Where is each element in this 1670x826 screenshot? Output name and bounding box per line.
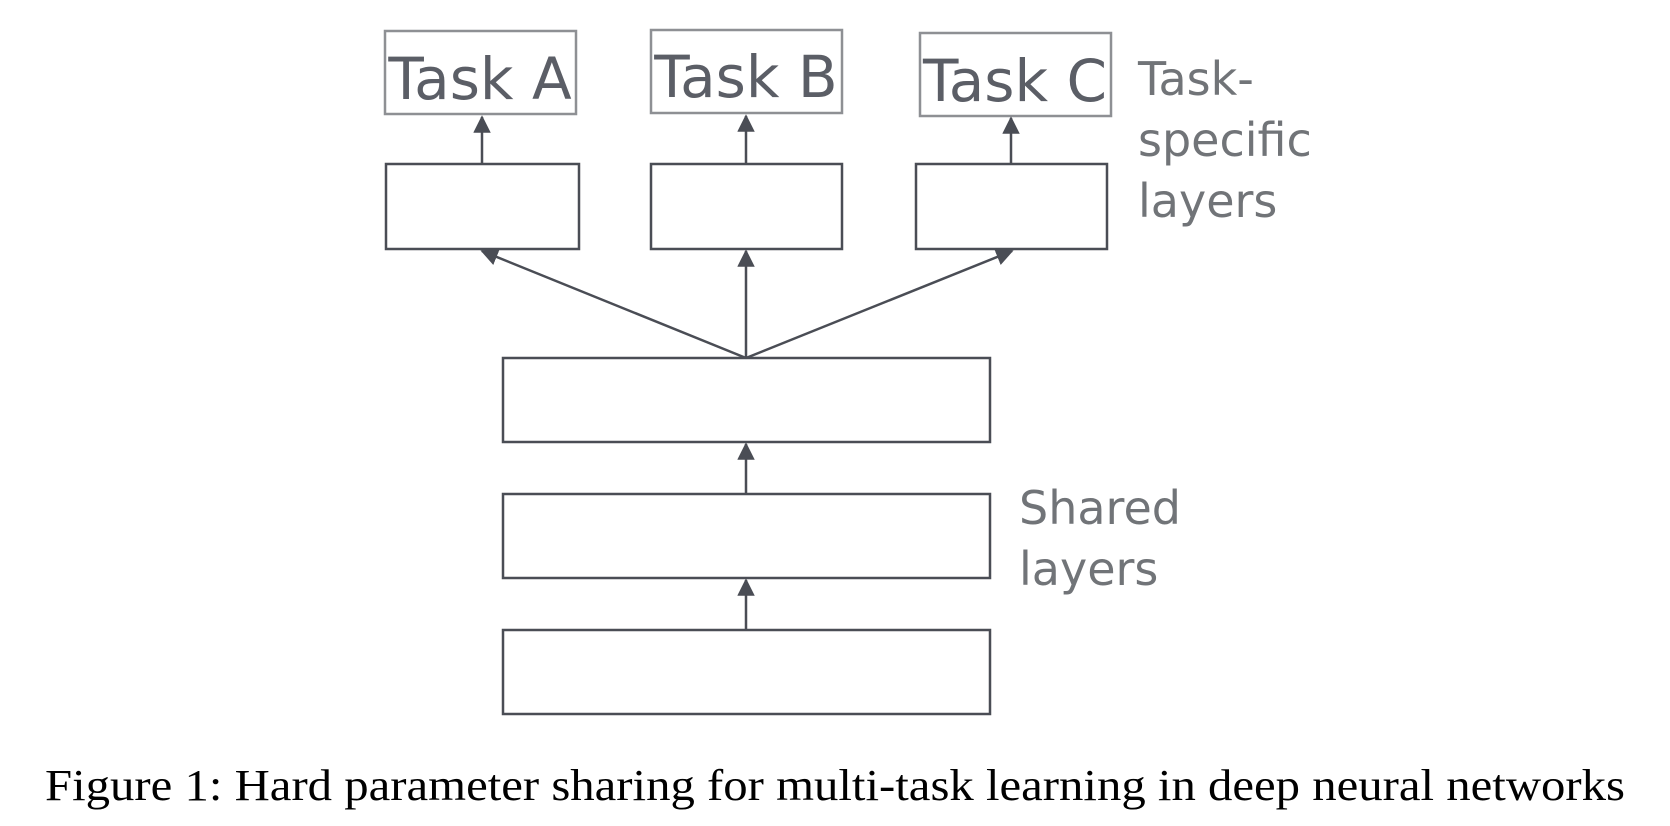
arrow-shared-to-specific-a xyxy=(480,248,747,360)
task-output-c: Task C xyxy=(918,31,1113,118)
task-c-label: Task C xyxy=(922,47,1107,115)
task-specific-layers-label: Task- specific layers xyxy=(1137,52,1326,228)
task-specific-layer-c xyxy=(914,162,1109,251)
shared-layer-bottom xyxy=(501,628,992,716)
shared-layer-top xyxy=(501,356,992,444)
task-specific-layer-b xyxy=(649,162,844,251)
task-output-a: Task A xyxy=(383,29,578,116)
task-specific-layer-a xyxy=(384,162,581,251)
figure-caption: Figure 1: Hard parameter sharing for mul… xyxy=(45,761,1625,810)
task-specific-label-line-3: layers xyxy=(1138,174,1277,228)
shared-layer-middle xyxy=(501,492,992,580)
task-output-b: Task B xyxy=(649,28,844,115)
shared-layers-label: Shared layers xyxy=(1019,481,1196,596)
task-specific-label-line-1: Task- xyxy=(1137,52,1254,106)
task-a-label: Task A xyxy=(387,45,572,113)
shared-label-line-1: Shared xyxy=(1019,481,1181,535)
task-specific-label-line-2: specific xyxy=(1138,113,1312,167)
shared-label-line-2: layers xyxy=(1019,542,1158,596)
task-b-label: Task B xyxy=(653,43,837,111)
arrow-shared-to-specific-c xyxy=(745,248,1014,360)
